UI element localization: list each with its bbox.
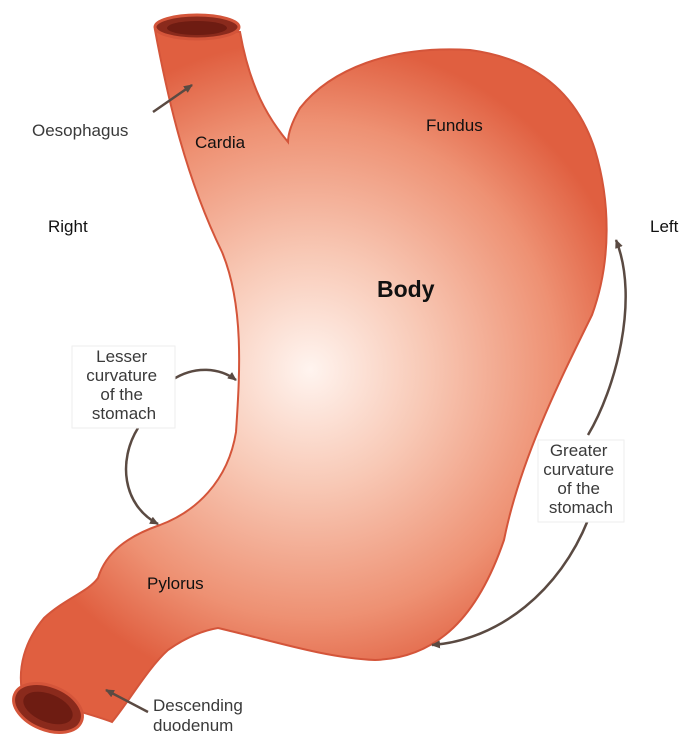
stomach-shape (19, 28, 608, 724)
descending-duodenum-label: Descending duodenum (153, 696, 248, 735)
greater-curvature-label: Greater curvature of the stomach (543, 441, 619, 517)
lesser-curvature-label: Lesser curvature of the stomach (86, 347, 162, 423)
left-label: Left (650, 217, 679, 236)
pylorus-label: Pylorus (147, 574, 204, 593)
greater-curvature-arrow-lower (431, 519, 590, 649)
duodenum-lumen (23, 691, 73, 725)
oesophagus-lumen (167, 21, 227, 35)
right-label: Right (48, 217, 88, 236)
lesser-curvature-arrow-lower (124, 427, 159, 526)
oesophagus-arrow (152, 83, 193, 114)
lesser-curvature-arrow-upper (171, 368, 237, 382)
fundus-label: Fundus (426, 116, 483, 135)
lesser-curvature-box (71, 345, 176, 429)
greater-curvature-arrow-upper (586, 239, 627, 436)
body-label: Body (377, 276, 435, 302)
oesophagus-label: Oesophagus (32, 121, 128, 140)
cardia-label: Cardia (195, 133, 246, 152)
duodenum-arrow (105, 688, 149, 714)
greater-curvature-box (537, 439, 625, 523)
